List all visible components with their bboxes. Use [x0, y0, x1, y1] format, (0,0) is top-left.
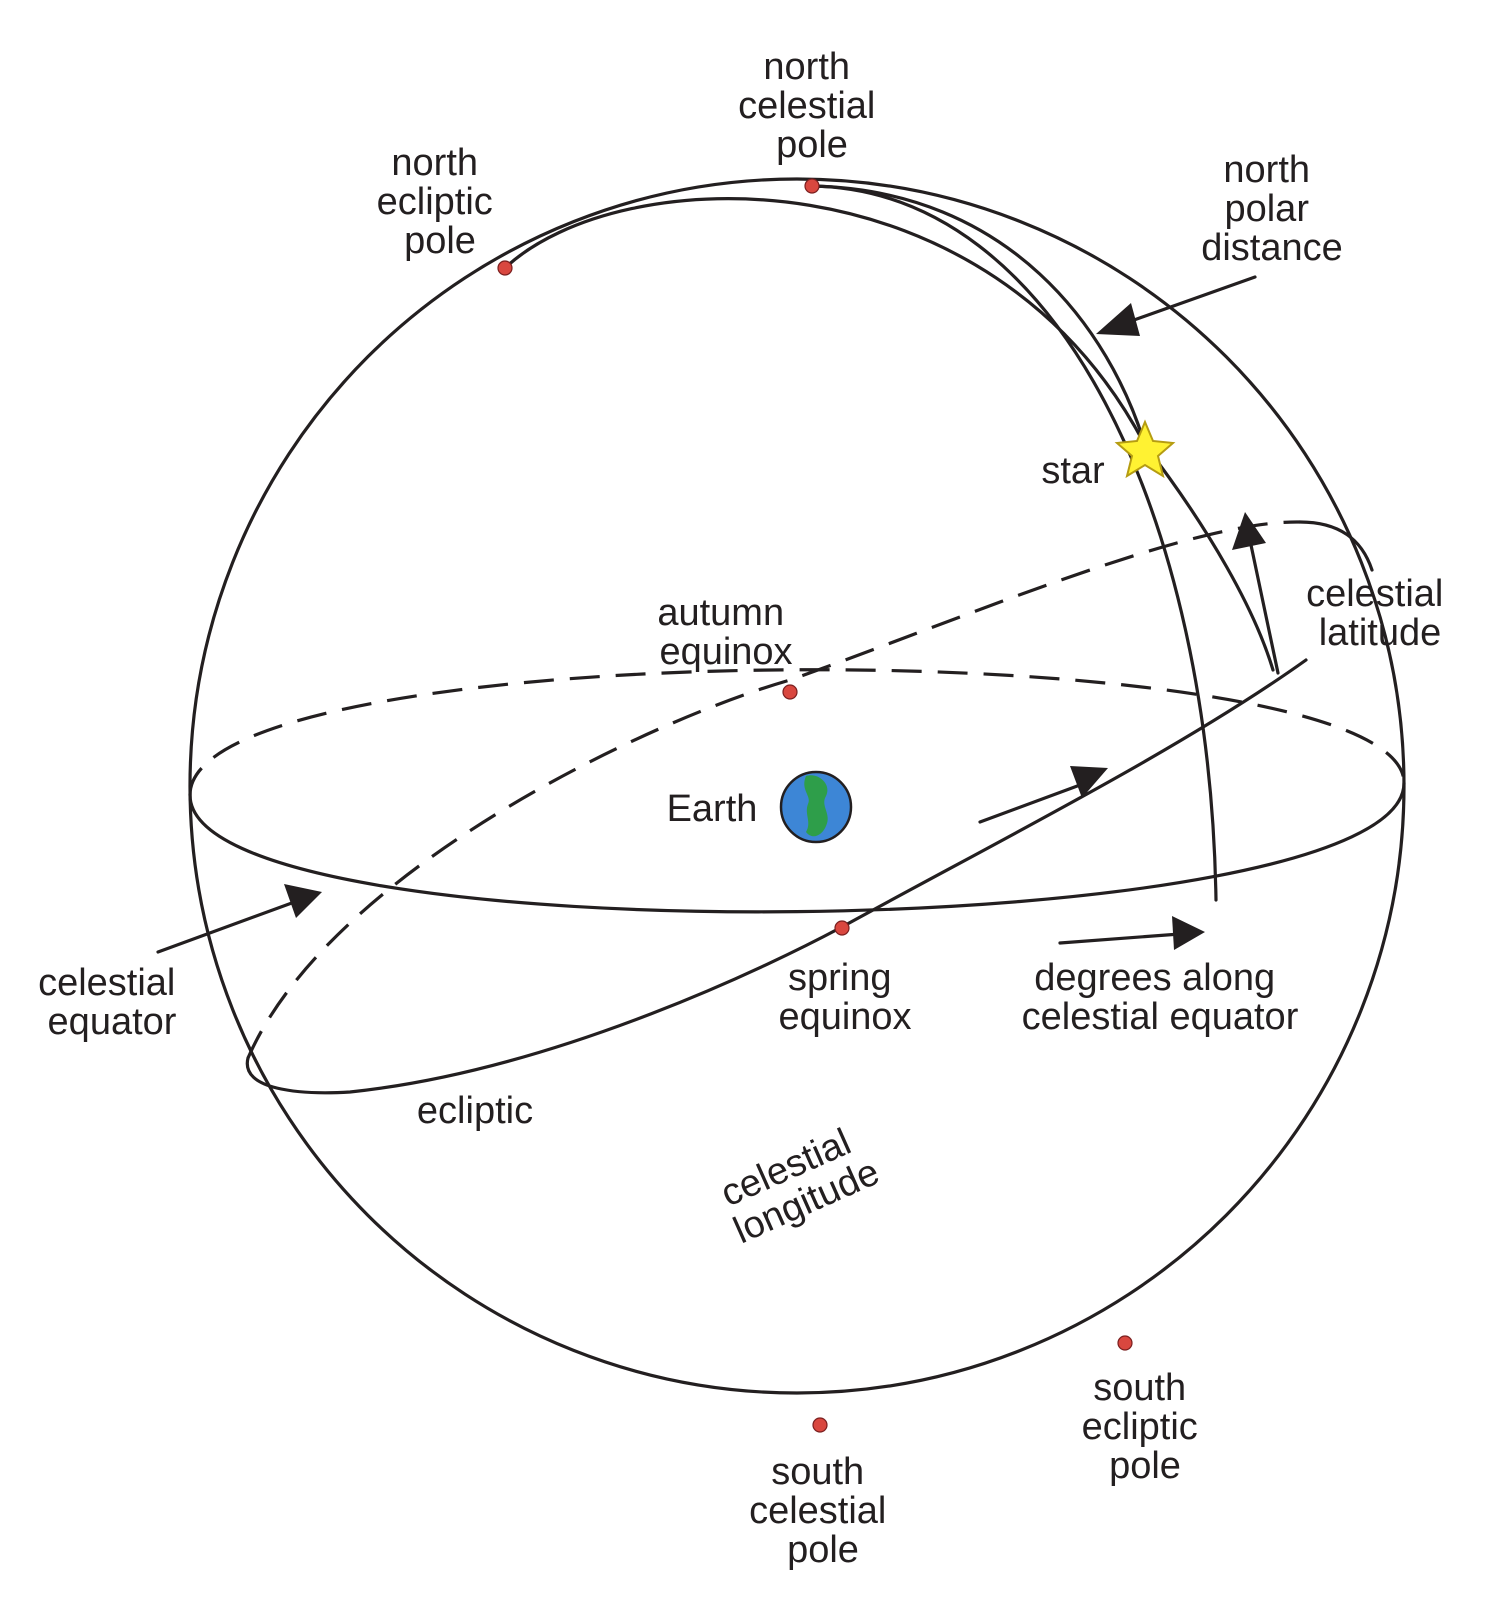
north-polar-distance-label: north polar distance [1201, 149, 1343, 269]
spring-equinox-point [834, 920, 850, 936]
degrees-along-celestial-equator-label: degrees along celestial equator [1022, 957, 1299, 1038]
south-ecliptic-pole-label: south ecliptic pole [1082, 1367, 1209, 1487]
celestial-longitude-arrow-shaft [978, 783, 1082, 824]
autumn-equinox-label: autumn equinox [657, 592, 794, 673]
celestial-equator-label: celestial equator [38, 962, 186, 1043]
spring-equinox-label: spring equinox [778, 957, 911, 1038]
hour-circle-arc [810, 184, 1218, 902]
celestial-equator-front [188, 781, 1406, 914]
north-ecliptic-pole-point [497, 260, 513, 276]
degrees-along-arrow-shaft [1058, 932, 1182, 945]
ecliptic-label: ecliptic [417, 1090, 533, 1132]
celestial-equator-back-dashed [188, 668, 1406, 796]
degrees-along-arrowhead [1172, 916, 1205, 950]
earth-label: Earth [667, 788, 758, 830]
star-label: star [1041, 450, 1105, 492]
celestial-latitude-arc [503, 197, 1275, 672]
earth-globe-icon [779, 770, 853, 844]
celestial-latitude-label: celestial latitude [1306, 573, 1454, 654]
south-celestial-pole-label: south celestial pole [749, 1451, 897, 1571]
north-polar-distance-arrow-shaft [1118, 275, 1257, 327]
autumn-equinox-point [782, 684, 798, 700]
celestial-longitude-arrowhead [1070, 766, 1108, 798]
ecliptic-back-curl [1298, 520, 1374, 572]
star-icon [1114, 419, 1176, 479]
south-ecliptic-pole-point [1117, 1335, 1133, 1351]
north-polar-distance-arc [810, 184, 1147, 447]
celestial-longitude-label: celestial longitude [712, 1115, 886, 1252]
celestial-equator-arrowhead [284, 884, 322, 918]
celestial-equator-arrow-shaft [156, 898, 302, 954]
south-celestial-pole-point [812, 1417, 828, 1433]
ecliptic-back-dashed [246, 520, 1301, 1059]
north-celestial-pole-point [804, 178, 820, 194]
north-ecliptic-pole-label: north ecliptic pole [377, 142, 504, 262]
ecliptic-front [245, 658, 1308, 1095]
celestial-latitude-arrow-shaft [1249, 543, 1280, 675]
north-polar-distance-arrowhead [1096, 303, 1140, 336]
celestial-latitude-arrowhead [1232, 512, 1266, 550]
north-celestial-pole-label: north celestial pole [738, 46, 886, 166]
